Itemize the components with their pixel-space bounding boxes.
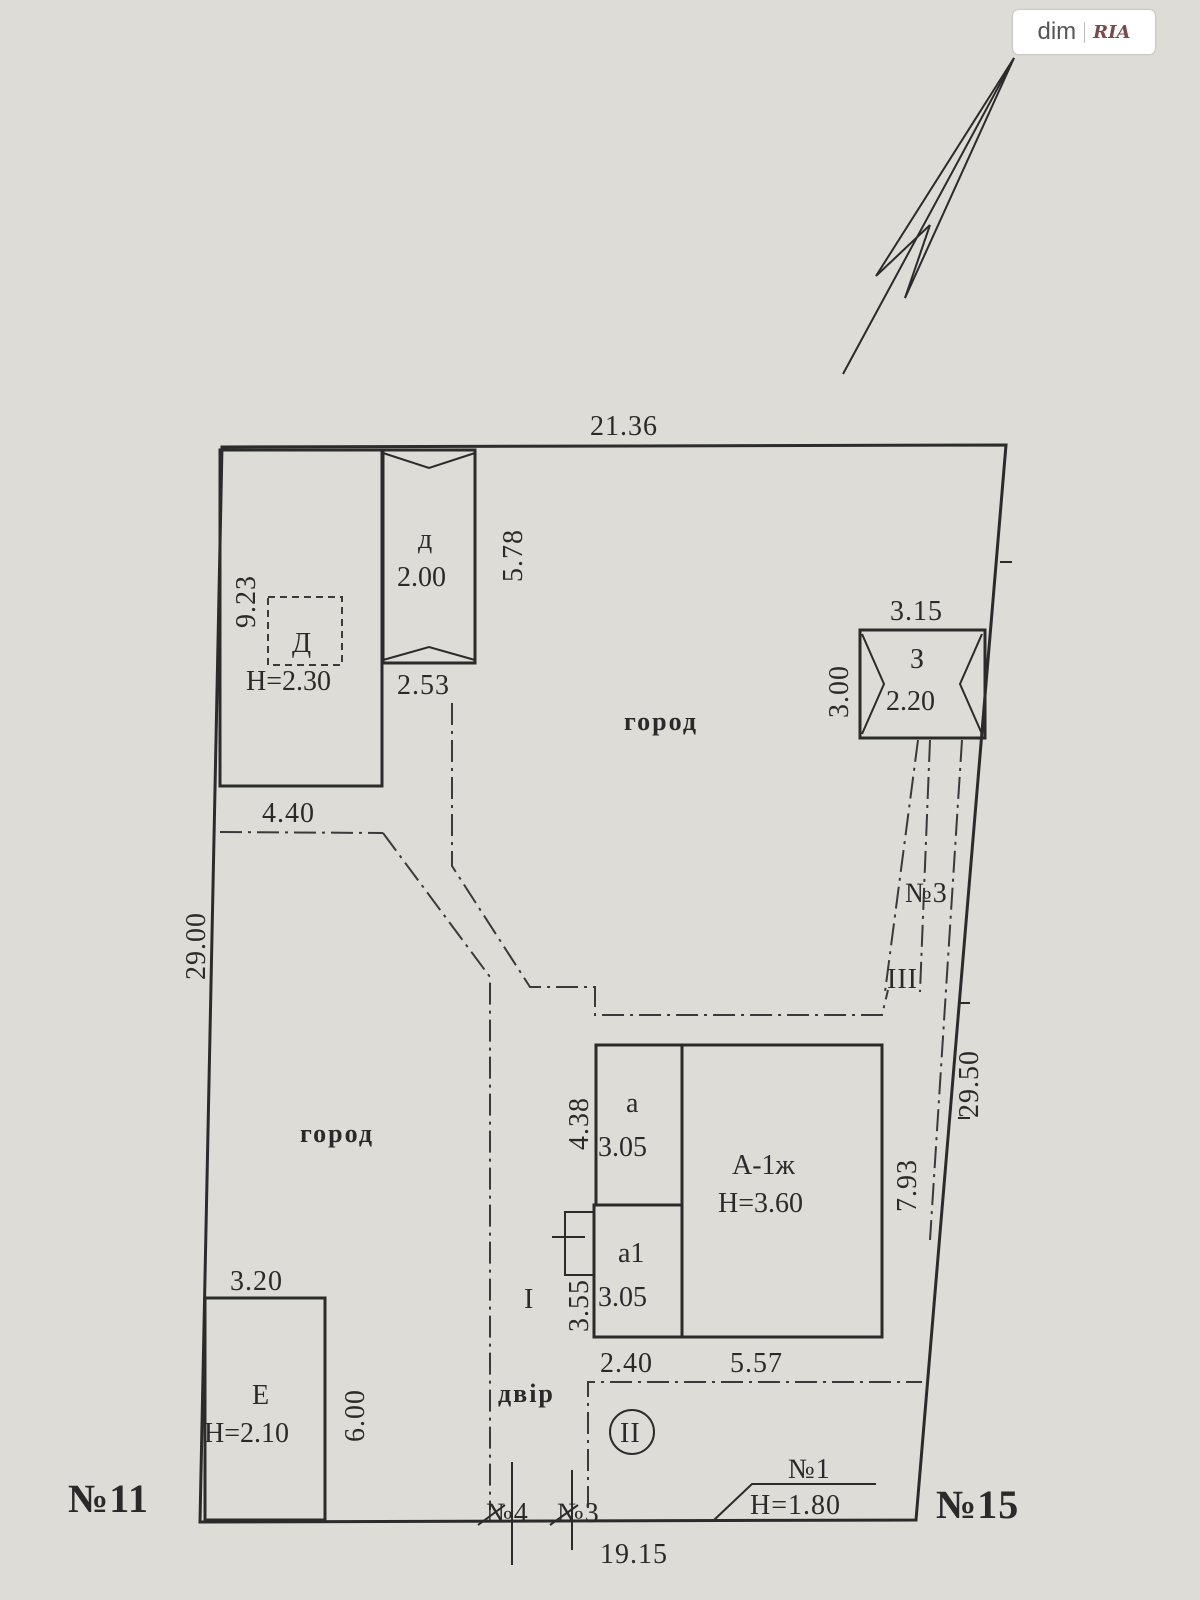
marker-fence1: №1	[788, 1454, 831, 1485]
dim-top: 21.36	[590, 411, 658, 442]
dim-Z-height: 3.00	[824, 665, 855, 718]
dim-D-width: 4.40	[262, 798, 315, 829]
dim-a-height: 4.38	[564, 1097, 595, 1150]
marker-gate3: №3	[557, 1498, 600, 1529]
area-yard: двір	[498, 1379, 555, 1408]
building-a1-letter: а1	[618, 1238, 644, 1269]
fence-1-leader	[713, 1483, 876, 1521]
watermark-ria-logo: RIA	[1084, 21, 1131, 43]
building-E-letter: Е	[252, 1380, 269, 1411]
dim-D-length: 9.23	[231, 575, 262, 628]
building-Z	[858, 628, 987, 740]
building-Z-height: 2.20	[886, 686, 935, 717]
dim-main-height: 7.93	[892, 1159, 923, 1212]
dim-bottom: 19.15	[600, 1539, 668, 1570]
dim-d-shed-length: 5.78	[498, 529, 529, 582]
area-garden-left: город	[300, 1119, 374, 1148]
building-D-height: Н=2.30	[246, 666, 331, 697]
marker-roman-I: I	[524, 1284, 534, 1315]
dim-d-shed-width: 2.53	[397, 670, 450, 701]
dim-right-outer: 29.50	[954, 1050, 985, 1118]
gate-markers	[477, 1462, 579, 1565]
building-A-height: Н=3.60	[718, 1188, 803, 1219]
marker-roman-III: III	[887, 964, 918, 995]
building-a1-height: 3.05	[598, 1282, 647, 1313]
dim-Z-width: 3.15	[890, 596, 943, 627]
building-d-shed	[381, 448, 477, 665]
plot-boundary	[198, 443, 1008, 1524]
lot-right: №15	[936, 1482, 1019, 1527]
marker-roman-II: II	[620, 1418, 641, 1449]
boundary-dashdot-lines	[219, 703, 963, 1510]
dim-ria-watermark: dim RIA	[1013, 10, 1155, 54]
building-a	[594, 1043, 684, 1207]
building-A-letter: А-1ж	[732, 1150, 796, 1181]
building-A-main	[680, 1043, 884, 1339]
building-d-letter: д	[418, 524, 432, 555]
marker-fence3-right: №3	[905, 878, 948, 909]
watermark-dim-text: dim	[1037, 18, 1077, 45]
building-E-height: Н=2.10	[204, 1418, 289, 1449]
marker-gate4: №4	[486, 1498, 529, 1529]
building-Z-letter: З	[910, 644, 924, 675]
marker-fence1-height: Н=1.80	[750, 1490, 841, 1521]
building-E	[203, 1296, 327, 1522]
lot-left: №11	[68, 1476, 149, 1521]
dim-left-outer: 29.00	[181, 912, 212, 980]
area-garden-top: город	[624, 707, 698, 736]
dim-main-width: 5.57	[730, 1348, 783, 1379]
building-d-height: 2.00	[397, 562, 446, 593]
building-D-letter: Д	[292, 628, 311, 659]
building-a1	[592, 1203, 684, 1339]
building-a-letter: а	[626, 1088, 639, 1119]
north-arrow-icon	[842, 57, 1015, 375]
circle-II	[609, 1409, 655, 1455]
building-D-dashed-outline	[267, 596, 343, 666]
dim-a1-height: 3.55	[564, 1279, 595, 1332]
dim-E-height: 6.00	[340, 1389, 371, 1442]
building-a-height: 3.05	[598, 1132, 647, 1163]
dim-a-width: 2.40	[600, 1348, 653, 1379]
dim-E-width: 3.20	[230, 1266, 283, 1297]
